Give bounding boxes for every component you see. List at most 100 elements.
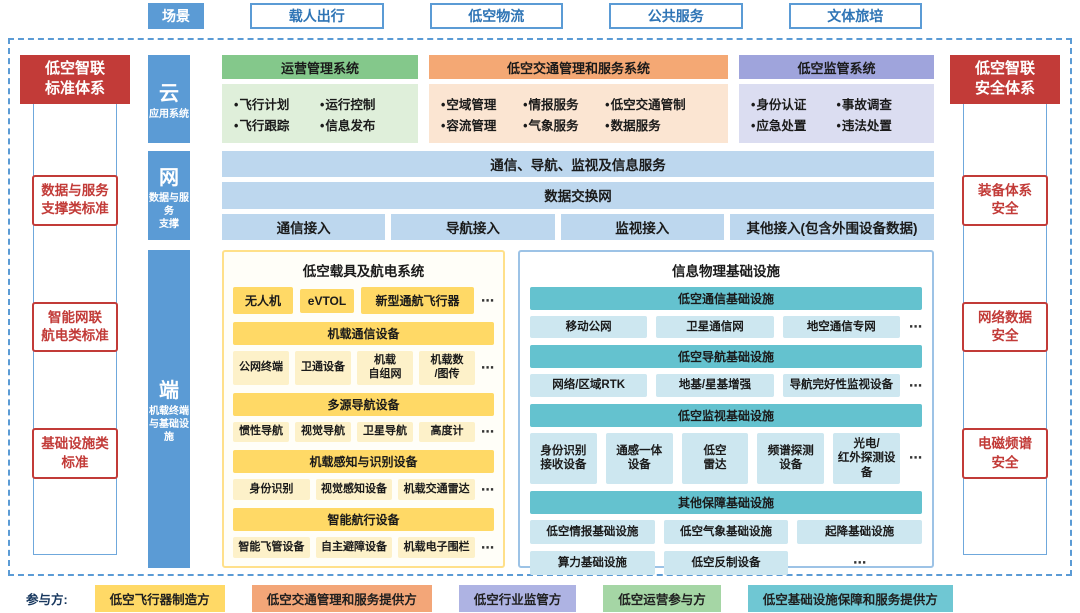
net-tab-label: 网 [159,166,179,189]
smart-nav-equipment-items: 智能飞管设备 自主避障设备 机载电子围栏 ⋯ [233,537,494,558]
infra-item: 起降基础设施 [797,519,922,544]
scenario-logistics: 低空物流 [429,3,563,29]
standard-data-service: 数据与服务 支撑类标准 [32,175,118,226]
infra-item: 移动公网 [530,316,648,339]
data-exchange-network-bar: 数据交换网 [222,182,934,209]
nav-equipment-header: 多源导航设备 [233,392,494,416]
legend-industry-regulator: 低空行业监管方 [458,585,577,612]
net-tab-sublabel: 数据与服务 支撑 [149,192,189,230]
standards-body: 数据与服务 支撑类标准 智能网联 航电类标准 基础设施类 标准 [20,99,130,561]
infra-item: 导航完好性监视设备 [782,374,900,397]
scenario-tag: 场景 [148,3,204,29]
system-item: 信息发布 [320,115,406,134]
equipment-item: 身份识别 [233,479,310,501]
equipment-item: 公网终端 [233,351,289,385]
terminal-layer-tab: 端 机载终端 与基础设施 [148,250,190,568]
security-equipment: 装备体系 安全 [962,175,1048,226]
vehicle-avionics-panel: 低空载具及航电系统 无人机 eVTOL 新型通航飞行器 ⋯ 机载通信设备 公网终… [222,250,505,568]
vehicle-type-new-ga: 新型通航飞行器 [361,287,474,314]
cloud-tab-sublabel: 应用系统 [149,109,189,120]
standard-infrastructure: 基础设施类 标准 [32,428,118,479]
system-item: 事故调查 [837,94,923,113]
ellipsis: ⋯ [481,359,494,375]
vehicle-type-drone: 无人机 [233,287,293,314]
system-item: 飞行计划 [234,94,320,113]
terminal-layer-row: 端 机载终端 与基础设施 低空载具及航电系统 无人机 eVTOL 新型通航飞行器… [148,250,934,575]
equipment-item: 机载电子围栏 [398,537,476,558]
vehicle-types-row: 无人机 eVTOL 新型通航飞行器 ⋯ [233,287,494,314]
navigation-access: 导航接入 [391,213,555,240]
security-title: 低空智联 安全体系 [950,55,1060,104]
smart-nav-equipment-header: 智能航行设备 [233,508,494,532]
ellipsis: ⋯ [481,292,494,308]
cyber-physical-infra-panel: 信息物理基础设施 低空通信基础设施 移动公网 卫星通信网 地空通信专网 ⋯ 低空… [518,250,934,575]
net-layer-tab: 网 数据与服务 支撑 [148,151,190,240]
infra-panel-title: 信息物理基础设施 [672,264,780,279]
ellipsis: ⋯ [481,481,495,497]
terminal-tab-label: 端 [159,380,179,402]
perception-equipment-header: 机载感知与识别设备 [233,450,494,474]
infra-item: 地基/星基增强 [656,374,774,397]
supervision-system-items: 身份认证 事故调查 应急处置 违法处置 [739,84,934,143]
supervision-system: 低空监管系统 身份认证 事故调查 应急处置 违法处置 [739,55,934,143]
infra-item: 低空情报基础设施 [530,519,655,544]
nav-infra-header: 低空导航基础设施 [530,345,922,369]
surveillance-infra-items: 身份识别 接收设备 通感一体 设备 低空 雷达 频谱探测 设备 光电/ 红外探测… [530,432,922,484]
infra-item: 卫星通信网 [656,316,774,339]
equipment-item: 视觉导航 [295,421,351,443]
legend-traffic-service-provider: 低空交通管理和服务提供方 [251,585,432,612]
security-network-data: 网络数据 安全 [962,301,1048,353]
participants-legend: 参与方: 低空飞行器制造方 低空交通管理和服务提供方 低空行业监管方 低空运营参… [26,585,1066,612]
system-item: 数据服务 [605,115,716,134]
system-item: 飞行跟踪 [234,115,320,134]
comm-infra-items: 移动公网 卫星通信网 地空通信专网 ⋯ [530,316,922,339]
infra-item: 地空通信专网 [782,316,900,339]
equipment-item: 机载数 /图传 [419,351,475,385]
system-item: 情报服务 [523,94,605,113]
access-row: 通信接入 导航接入 监视接入 其他接入(包含外围设备数据) [222,213,935,240]
operation-system-title: 运营管理系统 [222,55,418,79]
infra-item: 低空 雷达 [681,432,749,484]
equipment-item: 自主避障设备 [315,537,393,558]
security-body: 装备体系 安全 网络数据 安全 电磁频谱 安全 [950,99,1060,561]
scenario-row: 场景 载人出行 低空物流 公共服务 文体旅培 [148,3,922,29]
traffic-system-title: 低空交通管理和服务系统 [429,55,728,79]
infra-item: 频谱探测 设备 [757,432,825,484]
scenario-culture-tourism: 文体旅培 [788,3,922,29]
system-item: 身份认证 [751,94,837,113]
vehicle-panel-title: 低空载具及航电系统 [302,264,425,279]
system-item: 气象服务 [523,115,605,134]
cloud-tab-label: 云 [159,83,179,105]
standard-avionics: 智能网联 航电类标准 [32,301,118,353]
communication-access: 通信接入 [222,213,386,240]
other-infra-items: 低空情报基础设施 低空气象基础设施 起降基础设施 算力基础设施 低空反制设备 ⋯ [530,519,922,575]
standards-title: 低空智联 标准体系 [20,55,130,104]
security-spectrum: 电磁频谱 安全 [962,428,1048,479]
ellipsis: ⋯ [908,319,922,335]
system-item: 容流管理 [441,115,523,134]
system-item: 应急处置 [751,115,837,134]
legend-manufacturer: 低空飞行器制造方 [94,585,225,612]
equipment-item: 卫星导航 [357,421,413,443]
perception-equipment-items: 身份识别 视觉感知设备 机载交通雷达 ⋯ [233,479,495,501]
scenario-public-service: 公共服务 [609,3,743,29]
comm-equipment-header: 机载通信设备 [233,322,494,345]
system-item: 低空交通管制 [605,94,716,113]
infra-item: 身份识别 接收设备 [530,432,597,484]
cns-information-service-bar: 通信、导航、监视及信息服务 [222,151,934,178]
ellipsis: ⋯ [908,450,922,466]
infra-item: 通感一体 设备 [605,432,673,484]
infra-item: 低空气象基础设施 [663,519,789,544]
system-item: 运行控制 [320,94,406,113]
operation-management-system: 运营管理系统 飞行计划 运行控制 飞行跟踪 信息发布 [222,55,418,143]
operation-system-items: 飞行计划 运行控制 飞行跟踪 信息发布 [222,84,418,143]
system-item: 违法处置 [837,115,923,134]
infra-item: 低空反制设备 [663,550,789,575]
outer-dashed-frame [8,38,1072,576]
equipment-item: 智能飞管设备 [233,537,310,558]
scenario-passenger-travel: 载人出行 [250,3,384,29]
ellipsis: ⋯ [481,539,495,555]
equipment-item: 卫通设备 [295,351,351,385]
other-access: 其他接入(包含外围设备数据) [729,213,935,240]
surveillance-infra-header: 低空监视基础设施 [530,403,922,427]
